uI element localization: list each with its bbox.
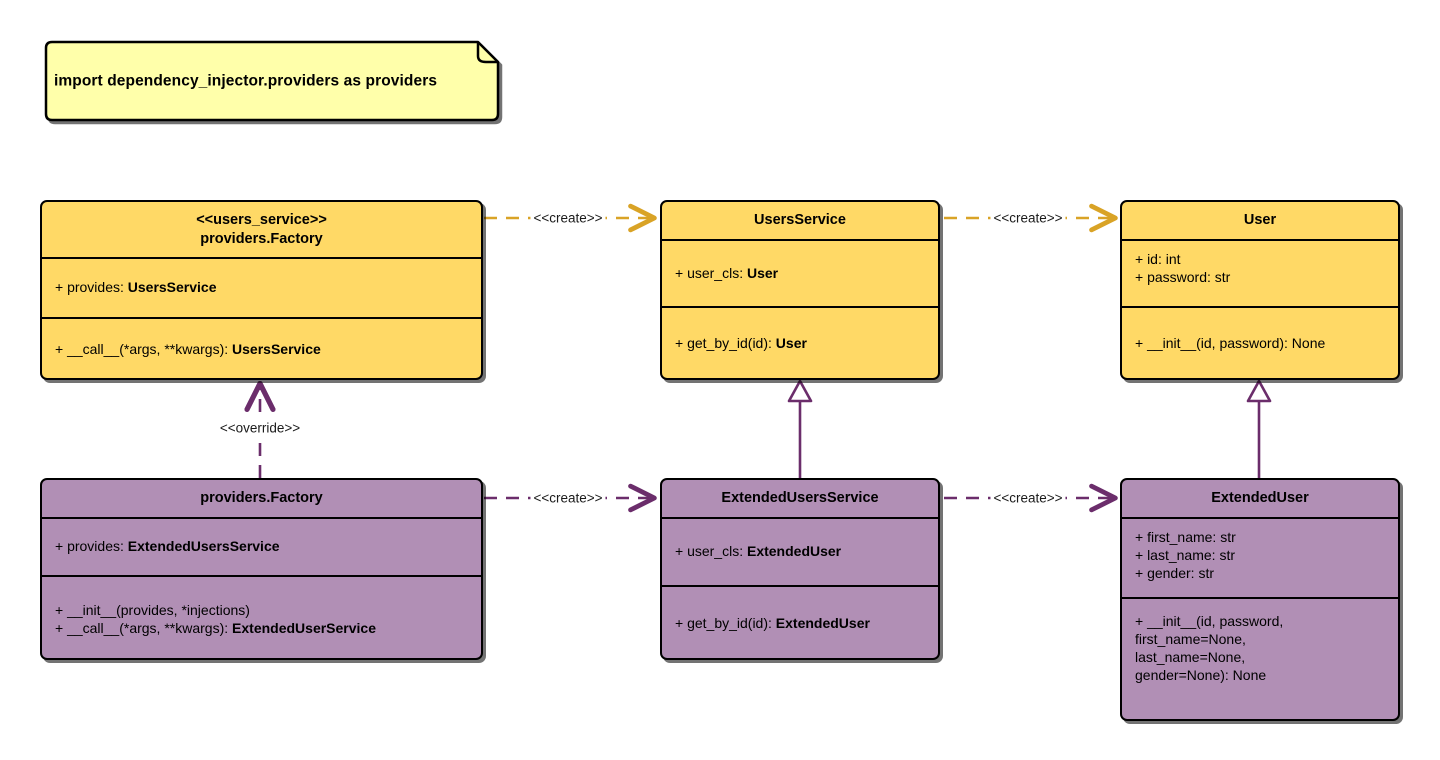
class-users-service[interactable]: UsersService + user_cls: User + get_by_i… [660, 200, 940, 380]
method-return-type: User [775, 335, 807, 352]
import-note: import dependency_injector.providers as … [40, 40, 500, 122]
class-stereotype: <<users_service>> [196, 211, 327, 228]
section-divider [42, 257, 481, 259]
class-extended-users-service[interactable]: ExtendedUsersService + user_cls: Extende… [660, 478, 940, 660]
method-return-type: ExtendedUser [775, 614, 870, 631]
attribute-label: + password: str [1135, 268, 1231, 285]
section-divider [662, 585, 938, 587]
class-attributes: + provides: ExtendedUsersService [42, 519, 481, 575]
attribute-row: + gender: str [1135, 565, 1386, 583]
edge-generalization-user [1246, 379, 1272, 478]
class-title: User [1243, 212, 1277, 229]
edge-label-create-bottom-right: <<create>> [990, 490, 1066, 506]
class-methods: + __init__(id, password, first_name=None… [1122, 599, 1398, 719]
class-attributes: + user_cls: ExtendedUser [662, 519, 938, 585]
method-label: + __init__(provides, *injections) [55, 601, 250, 618]
class-extended-users-service-factory[interactable]: providers.Factory + provides: ExtendedUs… [40, 478, 483, 660]
class-header: User [1122, 202, 1398, 239]
class-extended-user[interactable]: ExtendedUser + first_name: str + last_na… [1120, 478, 1400, 721]
method-return-type: ExtendedUserService [232, 619, 376, 636]
class-title: ExtendedUser [1211, 490, 1309, 507]
method-row: + __init__(provides, *injections) [55, 602, 469, 620]
method-label: + __init__(id, password): None [1135, 335, 1326, 352]
method-label: + __call__(*args, **kwargs): [55, 340, 233, 357]
method-row: + get_by_id(id): ExtendedUser [675, 615, 926, 633]
class-header: <<users_service>> providers.Factory [42, 202, 481, 257]
class-methods: + get_by_id(id): ExtendedUser [662, 587, 938, 658]
attribute-label: + first_name: str [1135, 529, 1236, 545]
class-methods: + __init__(provides, *injections) + __ca… [42, 577, 481, 658]
class-methods: + get_by_id(id): User [662, 308, 938, 378]
attribute-label: + provides: [55, 279, 128, 296]
class-header: ExtendedUsersService [662, 480, 938, 517]
section-divider [662, 306, 938, 308]
edge-label-override: <<override>> [216, 420, 304, 436]
attribute-row: + user_cls: User [675, 265, 926, 283]
method-label: + get_by_id(id): [675, 614, 776, 631]
section-divider [42, 517, 481, 519]
class-methods: + __init__(id, password): None [1122, 308, 1398, 378]
attribute-label: + id: int [1135, 251, 1181, 267]
section-divider [42, 575, 481, 577]
method-return-type: UsersService [232, 340, 321, 357]
method-row: + __call__(*args, **kwargs): ExtendedUse… [55, 620, 469, 638]
class-attributes: + id: int + password: str [1122, 241, 1398, 306]
attribute-label: + user_cls: [675, 264, 747, 281]
import-note-text: import dependency_injector.providers as … [54, 72, 438, 90]
class-header: UsersService [662, 202, 938, 239]
section-divider [1122, 306, 1398, 308]
section-divider [1122, 597, 1398, 599]
edge-label-create-bottom-left: <<create>> [530, 490, 606, 506]
section-divider [42, 317, 481, 319]
method-row: + __init__(id, password): None [1135, 335, 1386, 353]
method-row: + __init__(id, password, first_name=None… [1135, 613, 1386, 685]
attribute-row: + id: int [1135, 251, 1386, 269]
method-row: + get_by_id(id): User [675, 335, 926, 353]
class-title: UsersService [754, 212, 846, 229]
attribute-label: + last_name: str [1135, 546, 1235, 563]
class-header: ExtendedUser [1122, 480, 1398, 517]
attribute-row: + last_name: str [1135, 547, 1386, 565]
attribute-label: + user_cls: [675, 543, 747, 560]
edge-generalization-service [787, 379, 813, 478]
note-shape [44, 40, 500, 122]
attribute-label: + provides: [55, 538, 128, 555]
attribute-row: + password: str [1135, 269, 1386, 287]
class-title: providers.Factory [200, 230, 323, 247]
attribute-type: User [746, 264, 779, 281]
attribute-row: + user_cls: ExtendedUser [675, 543, 926, 561]
method-label: + get_by_id(id): [675, 335, 776, 352]
section-divider [1122, 239, 1398, 241]
attribute-type: UsersService [127, 279, 217, 296]
method-row: + __call__(*args, **kwargs): UsersServic… [55, 341, 469, 359]
class-title: providers.Factory [200, 490, 323, 507]
edge-label-create-top-right: <<create>> [990, 210, 1066, 226]
section-divider [662, 239, 938, 241]
attribute-label: + gender: str [1135, 564, 1214, 581]
section-divider [662, 517, 938, 519]
class-attributes: + provides: UsersService [42, 259, 481, 317]
method-label: + __call__(*args, **kwargs): [55, 619, 233, 636]
attribute-row: + provides: ExtendedUsersService [55, 538, 469, 556]
attribute-row: + first_name: str [1135, 529, 1386, 547]
class-attributes: + first_name: str + last_name: str + gen… [1122, 519, 1398, 597]
class-methods: + __call__(*args, **kwargs): UsersServic… [42, 319, 481, 378]
class-users-service-factory[interactable]: <<users_service>> providers.Factory + pr… [40, 200, 483, 380]
method-label: + __init__(id, password, first_name=None… [1135, 613, 1284, 683]
class-header: providers.Factory [42, 480, 481, 517]
attribute-type: ExtendedUser [746, 543, 842, 560]
edge-label-create-top-left: <<create>> [530, 210, 606, 226]
class-title: ExtendedUsersService [721, 490, 879, 507]
attribute-type: ExtendedUsersService [127, 538, 280, 555]
attribute-row: + provides: UsersService [55, 279, 469, 297]
section-divider [1122, 517, 1398, 519]
class-user[interactable]: User + id: int + password: str + __init_… [1120, 200, 1400, 380]
class-attributes: + user_cls: User [662, 241, 938, 306]
